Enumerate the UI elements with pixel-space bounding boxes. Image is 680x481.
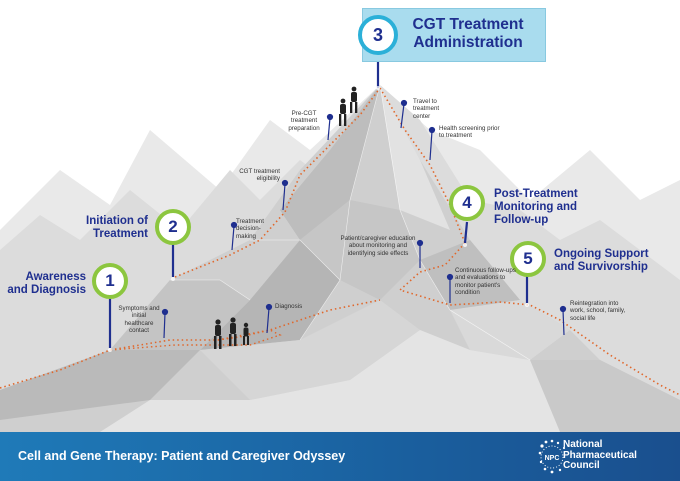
- pin-label-follow-ups: Continuous follow-ups and evaluations to…: [455, 267, 516, 297]
- npc-logo-icon: NPC: [538, 439, 566, 474]
- hikers-lower-icon: [214, 317, 249, 349]
- stage-1-badge: 1: [92, 263, 128, 299]
- pin-label-diagnosis: Diagnosis: [275, 303, 303, 310]
- stage-3-title: CGT Treatment Administration: [412, 16, 524, 51]
- stage-5-badge: 5: [510, 241, 546, 277]
- pin-label-travel: Travel to treatment center: [413, 98, 440, 120]
- footer-bar: [0, 432, 680, 481]
- pin-label-decision-making: Treatment decision-making: [236, 218, 264, 240]
- stage-3-badge: 3: [358, 15, 398, 55]
- stage-5-title: Ongoing Support and Survivorship: [554, 248, 649, 273]
- stage-2-badge: 2: [155, 209, 191, 245]
- stage-4-stem: [463, 221, 469, 244]
- journey-path-survivorship: [398, 242, 680, 396]
- stage-1-title: Awareness and Diagnosis: [7, 271, 86, 296]
- pin-label-eligibility: CGT treatment eligibility: [239, 168, 280, 183]
- pin-label-health-screening: Health screening prior to treatment: [439, 125, 500, 140]
- pin-label-education: Patient/caregiver education about monito…: [340, 235, 416, 257]
- pin-label-preparation: Pre-CGT treatment preparation: [288, 110, 320, 132]
- hikers-upper-icon: [339, 86, 358, 126]
- footer-title: Cell and Gene Therapy: Patient and Careg…: [18, 449, 346, 463]
- journey-path-ascent: [174, 87, 381, 278]
- pin-label-symptoms: Symptoms and initial healthcare contact: [118, 305, 160, 335]
- npc-logo-text: National Pharmaceutical Council: [563, 439, 637, 471]
- svg-text:NPC: NPC: [545, 455, 560, 462]
- stage-2-title: Initiation of Treatment: [86, 215, 148, 240]
- pin-label-reintegration: Reintegration into work, school, family,…: [570, 300, 626, 322]
- stage-4-badge: 4: [449, 185, 485, 221]
- stage-4-title: Post-Treatment Monitoring and Follow-up: [494, 188, 578, 226]
- journey-path-descent: [379, 87, 466, 244]
